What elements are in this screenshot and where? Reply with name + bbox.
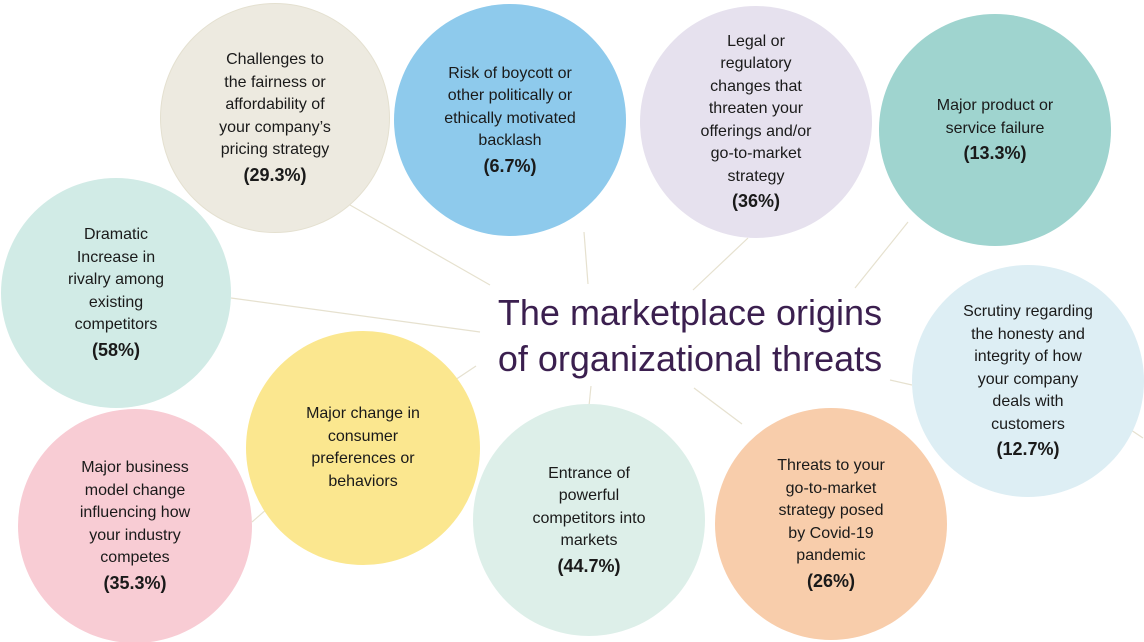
- bubble-product-failure: Major product or service failure (13.3%): [879, 14, 1111, 246]
- bubble-entrance-text: Entrance of powerful competitors into ma…: [532, 464, 646, 550]
- connector-scrutiny: [889, 379, 913, 386]
- bubble-boycott-text: Risk of boycott or other politically or …: [444, 64, 576, 150]
- connector-legal: [692, 237, 749, 291]
- diagram-title: The marketplace origins of organizationa…: [497, 292, 883, 379]
- bubble-business-model: Major business model change influencing …: [18, 409, 252, 642]
- bubble-rivalry-text: Dramatic Increase in rivalry among exist…: [67, 226, 165, 334]
- bubble-entrance-value: (44.7%): [557, 555, 621, 576]
- bubble-business-value: (35.3%): [103, 572, 167, 593]
- bubble-legal-text: Legal or regulatory changes that threate…: [700, 32, 812, 185]
- bubble-boycott-risk: Risk of boycott or other politically or …: [394, 4, 626, 236]
- bubble-business-text: Major business model change influencing …: [79, 459, 191, 567]
- bubble-boycott-value: (6.7%): [483, 155, 537, 176]
- bubble-pricing-fairness: Challenges to the fairness or affordabil…: [160, 3, 390, 233]
- bubble-honesty-scrutiny: Scrutiny regarding the honesty and integ…: [912, 265, 1144, 497]
- bubble-rivalry-value: (58%): [91, 339, 140, 360]
- bubble-consumer-change: Major change in consumer preferences or …: [246, 331, 480, 565]
- bubble-legal-regulatory: Legal or regulatory changes that threate…: [640, 6, 872, 238]
- bubble-legal-value: (36%): [731, 191, 780, 212]
- bubble-consumer-text: Major change in consumer preferences or …: [306, 405, 420, 490]
- connector-covid: [693, 387, 743, 425]
- bubble-competitor-entrance: Entrance of powerful competitors into ma…: [473, 404, 705, 636]
- bubble-pricing-value: (29.3%): [243, 164, 307, 185]
- connector-rivalry: [230, 297, 481, 333]
- bubble-covid-text: Threats to your go-to-market strategy po…: [777, 457, 885, 565]
- bubble-rivalry-increase: Dramatic Increase in rivalry among exist…: [1, 178, 231, 408]
- bubble-covid-value: (26%): [806, 570, 855, 591]
- bubble-failure-text: Major product or service failure: [936, 97, 1054, 137]
- bubble-failure-value: (13.3%): [963, 143, 1027, 163]
- bubble-scrutiny-text: Scrutiny regarding the honesty and integ…: [963, 303, 1093, 433]
- bubble-covid-threats: Threats to your go-to-market strategy po…: [715, 408, 947, 640]
- connector-failure: [854, 221, 909, 289]
- connector-entrance: [588, 385, 592, 407]
- connector-consumer: [454, 365, 477, 381]
- connector-pricing: [349, 204, 491, 286]
- connector-boycott: [583, 231, 589, 285]
- connector-edge: [1130, 429, 1144, 439]
- bubble-pricing-text: Challenges to the fairness or affordabil…: [219, 51, 331, 159]
- bubble-scrutiny-value: (12.7%): [996, 439, 1060, 459]
